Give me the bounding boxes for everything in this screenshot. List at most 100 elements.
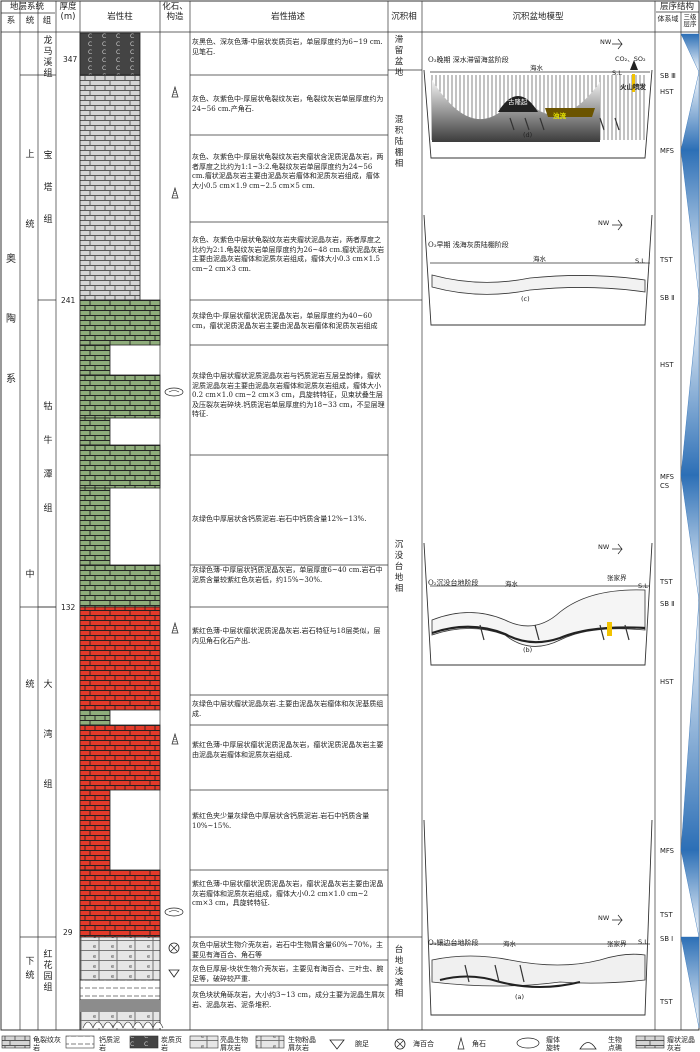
model-b-frame — [423, 542, 653, 666]
lithology-layer-3 — [79, 299, 161, 346]
model-b-fault-3 — [624, 624, 630, 641]
model-a-fault-0 — [464, 964, 470, 983]
seq-mfs-1: MFS — [660, 147, 674, 155]
model-a-place: 张家界 — [607, 940, 627, 948]
legend-swatch-1 — [65, 1035, 95, 1049]
nautiloid-icon-4 — [171, 732, 179, 745]
desc-5: 灰绿色中-厚层状瘤状泥质泥晶灰岩，单层厚度约为40~60 cm，瘤状泥质泥晶灰岩… — [192, 312, 378, 330]
patch-reef-mark-5 — [132, 1021, 144, 1029]
model-d-turbidite: 浊流 — [553, 112, 566, 120]
model-d-uplift-shape — [498, 96, 538, 112]
legend-swatch-2 — [129, 1035, 159, 1049]
sequence-wedge-1 — [680, 33, 700, 73]
legend-label-2: 炭质页岩 — [161, 1036, 182, 1052]
model-a-nw: NW — [598, 914, 610, 922]
patch-reef-mark-4 — [122, 1021, 134, 1029]
model-b-place: 张家界 — [607, 574, 627, 582]
desc-14: 灰色中层状生物介壳灰岩，岩石中生物屑含量60%~70%，主要见有海百合、角石等 — [192, 941, 383, 959]
thickness-347: 347 — [63, 55, 78, 64]
model-c-platform — [431, 274, 646, 295]
legend-label-0: 龟裂纹灰岩 — [33, 1036, 61, 1052]
legend-swatch-4 — [255, 1035, 285, 1049]
sequence-wedge-5 — [680, 474, 700, 601]
header-strat-system: 地层系统 — [9, 2, 44, 12]
series-upper: 上统 — [25, 150, 35, 230]
desc-15: 灰色巨厚层-块状生物介壳灰岩，主要见有海百合、三叶虫、腕足等，破碎较严重. — [192, 965, 384, 983]
legend-nodule-rotation-icon — [516, 1037, 540, 1049]
model-b-sl: S.L — [638, 582, 648, 590]
legend-nautiloid-icon — [457, 1036, 465, 1050]
seq-hst-2: HST — [660, 361, 674, 369]
lithology-breccia-top — [80, 1000, 160, 1012]
header-group: 组 — [42, 16, 52, 26]
thickness-132: 132 — [61, 603, 76, 612]
model-c-nw: NW — [598, 219, 610, 227]
model-d-fault-4 — [614, 117, 620, 131]
sequence-wedge-4 — [680, 295, 700, 476]
model-a-sl: S.L — [638, 938, 648, 946]
lithology-layer-2 — [79, 74, 141, 301]
model-a-frame — [423, 819, 653, 1016]
legend-label-1: 钙质泥岩 — [99, 1036, 120, 1052]
seq-mfs-3: MFS — [660, 847, 674, 855]
group-baota: 宝塔组 — [43, 151, 53, 225]
model-b-north-arrow — [612, 543, 623, 555]
model-d-fault-0 — [509, 117, 515, 131]
model-d-frame — [423, 69, 653, 159]
model-a-fault-2 — [519, 964, 525, 983]
seq-tst-3: TST — [660, 911, 673, 919]
model-d-north-arrow — [612, 38, 623, 50]
seq-tst-1: TST — [660, 256, 673, 264]
header-fossil-structure: 化石、构造 — [162, 2, 188, 22]
model-d-turbidite-shape — [545, 108, 595, 117]
model-b-stage: O₂沉没台地阶段 — [428, 579, 479, 587]
legend-patch-reef-icon — [579, 1042, 597, 1050]
desc-13: 紫红色薄-中层状瘤状泥质泥晶灰岩，瘤状泥晶灰岩主要由泥晶灰岩瘤体和泥质灰岩组成，… — [192, 880, 384, 908]
header-model: 沉积盆地模型 — [512, 12, 564, 22]
header-sequence-structure: 层序结构 — [659, 2, 694, 12]
lithology-layer-4 — [79, 344, 111, 376]
model-a-platform — [431, 953, 646, 987]
series-middle: 中统 — [25, 570, 35, 690]
sequence-wedge-2 — [680, 71, 700, 151]
seq-sb1: SB Ⅰ — [660, 935, 674, 943]
nautiloid-icon-1 — [171, 85, 179, 98]
series-lower: 下统 — [25, 957, 35, 981]
sequence-wedge-8 — [680, 936, 700, 1029]
model-c-stage: O₃早期 浅海灰质陆棚阶段 — [428, 241, 509, 249]
header-facies: 沉积相 — [391, 12, 417, 22]
model-d-fault-3 — [599, 117, 605, 131]
model-a-fault-1 — [494, 964, 500, 983]
crinoid-icon-cross — [170, 944, 178, 952]
sequence-wedge-6 — [680, 599, 700, 851]
seq-tst-4: TST — [660, 998, 673, 1006]
nautiloid-icon-2 — [171, 186, 179, 199]
desc-1: 灰黑色、深灰色薄-中层状炭质页岩，单层厚度约为6~19 cm.见笔石. — [192, 38, 383, 56]
lithology-layer-6 — [79, 417, 111, 446]
desc-10: 灰绿色中层状瘤状泥晶灰岩.主要由泥晶灰岩瘤体和灰泥基质组成. — [192, 700, 384, 718]
seq-hst-1: HST — [660, 88, 674, 96]
desc-11: 紫红色薄-中厚层状瘤状泥质泥晶灰岩，瘤状泥质泥晶灰岩主要由泥晶灰岩瘤体和泥质灰岩… — [192, 741, 384, 759]
header-third-order: 三级层序 — [683, 13, 697, 28]
legend-label-4: 生物粉晶屑灰岩 — [288, 1036, 316, 1052]
patch-reef-mark-2 — [102, 1021, 114, 1029]
model-d-fault-1 — [524, 117, 530, 131]
header-system: 系 — [6, 16, 16, 26]
facies-platform-shoal: 台地浅滩相 — [394, 945, 404, 999]
model-d-stage: O₃晚期 深水滞留海盆阶段 — [428, 56, 509, 64]
seq-sb2-2: SB Ⅱ — [660, 600, 675, 608]
lithology-layer-16 — [79, 979, 161, 1001]
model-a-sea: 海水 — [503, 940, 516, 948]
thickness-241: 241 — [61, 296, 76, 305]
model-a-basement — [439, 975, 581, 988]
header-thickness: 厚度 (m) — [59, 2, 77, 22]
desc-8: 灰绿色薄-中厚层状钙质泥晶灰岩，单层厚度6~40 cm.岩石中泥质含量较紫红色灰… — [192, 566, 383, 584]
patch-reef-mark-6 — [142, 1021, 154, 1029]
nautiloid-icon-3 — [171, 621, 179, 634]
patch-reef-mark-3 — [112, 1021, 124, 1029]
lithology-layer-5 — [79, 374, 161, 419]
legend-crinoid-cross — [396, 1040, 404, 1048]
desc-9: 紫红色薄-中层状瘤状泥质泥晶灰岩.岩石特征与18层类似，层内见角石化石产出. — [192, 627, 381, 645]
legend-label-8: 瘤体旋转 — [546, 1036, 560, 1052]
